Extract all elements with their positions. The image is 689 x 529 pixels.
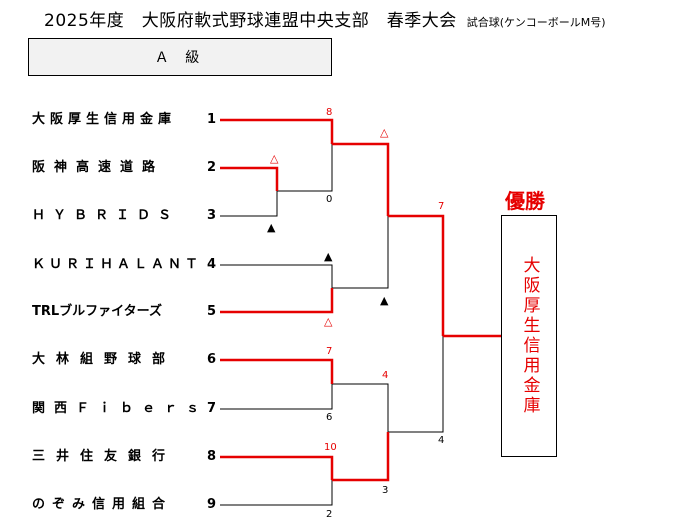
team-entry-8: 三井住友銀行 8 xyxy=(32,447,216,467)
team-entry-9: のぞみ信用組合 9 xyxy=(32,495,216,515)
team-number: 3 xyxy=(206,208,216,223)
line-m23-out xyxy=(277,144,333,192)
team-entry-3: ＨＹＢＲＩＤＳ 3 xyxy=(32,206,216,226)
team-name: 阪神高速道路 xyxy=(32,160,165,175)
sf2-bottom-score: 3 xyxy=(382,485,389,496)
m89-bottom-score: 2 xyxy=(326,509,333,520)
m23-top-mark: △ xyxy=(270,152,279,165)
line-team2 xyxy=(220,166,279,191)
team-number: 1 xyxy=(206,112,216,127)
line-team7 xyxy=(220,384,333,410)
grade-label: Ａ 級 xyxy=(154,50,206,66)
team-name: 大林組野球部 xyxy=(32,352,177,367)
m89-top-score: 10 xyxy=(324,442,337,453)
team-name: TRLブルファイターズ xyxy=(32,304,162,319)
line-team3 xyxy=(220,191,278,217)
line-team6 xyxy=(220,358,334,384)
team-number: 8 xyxy=(206,449,216,464)
team-entry-5: TRLブルファイターズ 5 xyxy=(32,302,216,322)
loser-lines xyxy=(220,144,444,506)
team-name: のぞみ信用組合 xyxy=(32,497,173,512)
team-name: 大阪厚生信用金庫 xyxy=(32,112,177,127)
champion-box: 大阪厚生信用金庫 xyxy=(501,215,557,457)
team-number: 5 xyxy=(206,304,216,319)
line-sf1-bottom xyxy=(332,216,389,289)
line-m67-out xyxy=(332,383,389,432)
grade-box: Ａ 級 xyxy=(28,38,332,76)
title-text: 2025年度 大阪府軟式野球連盟中央支部 春季大会 xyxy=(44,11,457,31)
team-entry-2: 阪神高速道路 2 xyxy=(32,158,216,178)
team-number: 2 xyxy=(206,160,216,175)
team-name: 関西Ｆｉｂｅｒｓ xyxy=(32,401,209,416)
team-number: 9 xyxy=(206,497,216,512)
line-team8 xyxy=(220,455,334,480)
m45-bottom-mark: △ xyxy=(324,315,333,328)
team-entry-6: 大林組野球部 6 xyxy=(32,350,216,370)
sf1-bottom-mark: ▲ xyxy=(380,294,389,307)
ball-note: 試合球(ケンコーボールM号) xyxy=(466,16,606,29)
line-m1-out xyxy=(332,142,390,216)
champion-label: 優勝 xyxy=(505,189,545,213)
m1-bottom-score: 0 xyxy=(326,194,333,205)
team-entry-1: 大阪厚生信用金庫 1 xyxy=(32,110,216,130)
line-m89-out xyxy=(332,432,390,482)
final-top-score: 7 xyxy=(438,201,445,212)
team-number: 6 xyxy=(206,352,216,367)
m1-top-score: 8 xyxy=(326,107,333,118)
champion-name: 大阪厚生信用金庫 xyxy=(519,256,540,416)
team-name: ＫＵＲＩＨＡＬＡＮＴ xyxy=(32,257,203,272)
m45-top-mark: ▲ xyxy=(324,250,333,263)
team-number: 4 xyxy=(206,257,216,272)
line-team5 xyxy=(220,288,334,314)
final-bottom-score: 4 xyxy=(438,435,445,446)
line-sf2-out xyxy=(388,336,444,433)
sf1-top-mark: △ xyxy=(380,126,389,139)
line-sf1-out xyxy=(388,214,445,336)
m67-bottom-score: 6 xyxy=(326,412,333,423)
line-team1 xyxy=(220,118,334,144)
team-number: 7 xyxy=(206,401,216,416)
line-team4 xyxy=(220,264,333,288)
m67-top-score: 7 xyxy=(326,346,333,357)
winner-lines xyxy=(220,118,501,482)
m23-bottom-mark: ▲ xyxy=(267,221,276,234)
team-name: 三井住友銀行 xyxy=(32,449,177,464)
line-team9 xyxy=(220,480,333,506)
team-name: ＨＹＢＲＩＤＳ xyxy=(32,208,180,223)
sf2-top-score: 4 xyxy=(382,370,389,381)
tournament-title: 2025年度 大阪府軟式野球連盟中央支部 春季大会試合球(ケンコーボールM号) xyxy=(44,6,606,31)
